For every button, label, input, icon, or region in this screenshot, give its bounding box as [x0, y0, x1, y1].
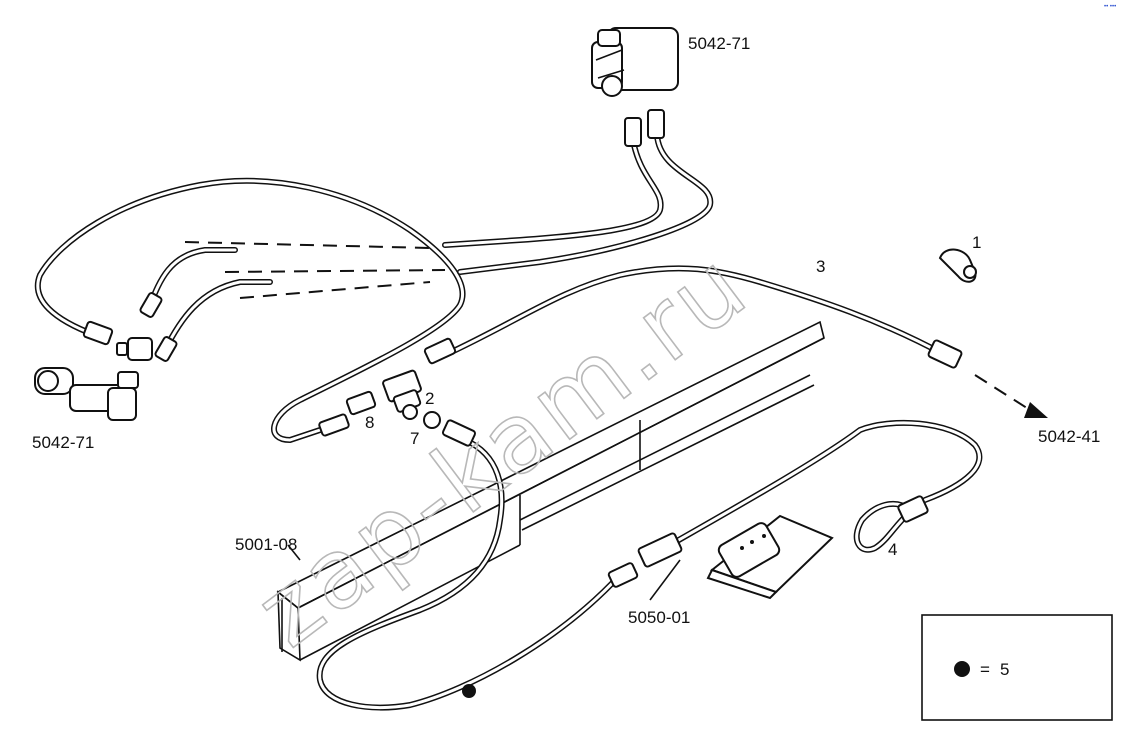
clamp-marker-dot [462, 684, 476, 698]
label-valve-top: 5042-71 [688, 34, 750, 53]
arrow-head-icon [1024, 402, 1048, 418]
dashed-guide-lines [184, 241, 1048, 418]
valve-left [34, 337, 153, 421]
legend-dot-icon [954, 661, 970, 677]
label-sensor: 5050-01 [628, 608, 690, 627]
label-frame: 5001-08 [235, 535, 297, 554]
sensor-5050-01 [706, 514, 834, 600]
frame-rail [276, 320, 825, 662]
label-part-8: 8 [365, 413, 374, 432]
legend-box: = 5 [921, 614, 1113, 721]
clip-part-1 [938, 248, 977, 283]
label-part-2: 2 [425, 389, 434, 408]
label-part-3: 3 [816, 257, 825, 276]
valve-top [591, 27, 679, 97]
legend-value: 5 [1000, 660, 1009, 679]
label-part-7: 7 [410, 429, 419, 448]
part-labels: 5042-71 5042-71 5042-41 5001-08 5050-01 … [32, 34, 1100, 627]
watermark-text: zap-kam.ru [236, 229, 768, 669]
corner-mark: •• ••• [1104, 4, 1116, 10]
leader-lines [287, 544, 681, 601]
label-valve-left: 5042-71 [32, 433, 94, 452]
legend-equals: = [980, 660, 990, 679]
label-connection: 5042-41 [1038, 427, 1100, 446]
label-part-4: 4 [888, 540, 897, 559]
fittings [82, 109, 963, 588]
label-part-1: 1 [972, 233, 981, 252]
